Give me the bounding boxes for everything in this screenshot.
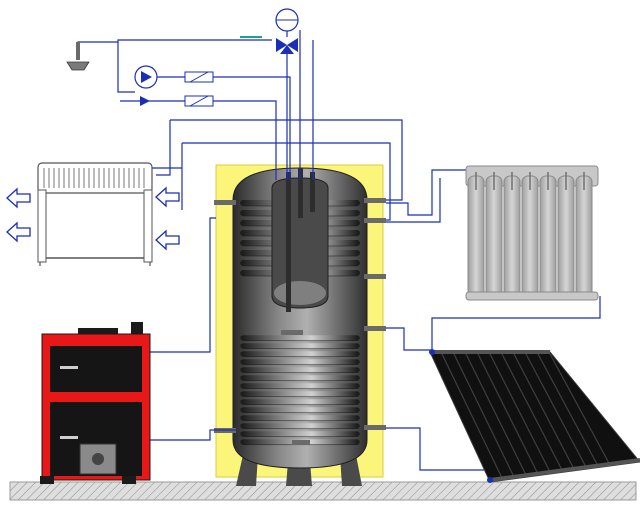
pump-icon xyxy=(134,65,158,89)
flow-meter-icon xyxy=(184,95,214,107)
buffer-tank xyxy=(214,167,386,486)
arrow-right-icon xyxy=(140,96,150,106)
hollow-arrow-left-icon xyxy=(6,187,31,209)
piping-network xyxy=(77,30,601,480)
boiler-icon xyxy=(40,322,151,484)
lower-heat-exchanger-coil xyxy=(240,335,360,446)
hollow-arrow-left-icon xyxy=(155,229,180,251)
shower-head-icon xyxy=(66,42,90,71)
hollow-arrow-left-icon xyxy=(155,186,180,208)
floor xyxy=(9,481,637,501)
convector-icon xyxy=(37,162,153,266)
hot-water-inner-vessel xyxy=(271,168,329,312)
radiator-icon xyxy=(465,165,599,301)
motorized-valve-icon xyxy=(240,8,299,54)
flow-meter-icon xyxy=(184,71,214,83)
solar-collector-icon xyxy=(429,349,640,483)
hollow-arrow-left-icon xyxy=(6,221,31,243)
